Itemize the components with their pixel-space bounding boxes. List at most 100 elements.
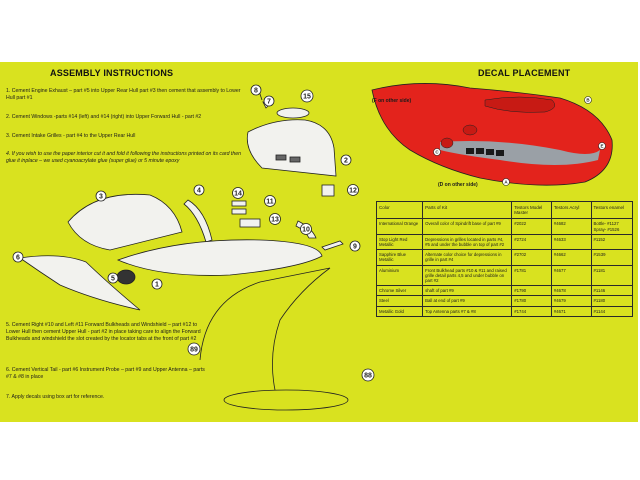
- window-slot: [289, 156, 301, 163]
- table-cell: #1780: [511, 295, 552, 307]
- table-cell: Stop Light Red Metallic: [375, 233, 424, 251]
- table-cell: #4682: [550, 218, 592, 235]
- step-2: 2. Cement Windows -parts #14 (left) and …: [6, 114, 202, 120]
- svg-text:3: 3: [99, 194, 103, 201]
- assembly-heading: ASSEMBLY INSTRUCTIONS: [50, 68, 174, 78]
- callout-4: 4: [193, 184, 205, 196]
- bubble-part: [276, 107, 310, 119]
- table-cell: Overall color of Spindrift base of part …: [422, 218, 513, 235]
- decal-callout-b: B: [584, 96, 592, 104]
- table-row: Sapphire Blue Metallic Alternate color c…: [375, 249, 634, 266]
- svg-text:11: 11: [266, 199, 274, 206]
- table-cell: Top Antenna parts #7 & #8: [422, 305, 513, 317]
- window-part: [231, 200, 247, 207]
- table-cell: #1146: [590, 285, 634, 297]
- table-cell: #1152: [590, 233, 634, 251]
- table-cell: shaft of part #9: [422, 285, 513, 297]
- decal-callout-c: C: [433, 148, 441, 156]
- step-1: 1. Cement Engine Exhaust – part #5 into …: [6, 88, 241, 101]
- window-part: [239, 218, 261, 228]
- table-cell: International Orange: [375, 218, 424, 235]
- svg-text:C: C: [435, 150, 439, 155]
- decal-vehicle-illustration: [371, 83, 613, 186]
- table-cell: Steel: [375, 295, 424, 307]
- instrument-probe: [321, 240, 344, 251]
- table-cell: Alternate color choice for depressions i…: [422, 249, 513, 266]
- table-cell: Bottle- #1127 Spray- #1526: [590, 218, 634, 235]
- windshield-part: [321, 184, 335, 197]
- step-7: 7. Apply decals using box art for refere…: [6, 394, 105, 400]
- callout-1: 1: [151, 278, 163, 290]
- table-cell: #4633: [550, 233, 592, 251]
- callout-9: 9: [349, 240, 361, 252]
- table-cell: #4679: [550, 295, 592, 307]
- upper-rear-hull: [67, 193, 183, 251]
- svg-text:15: 15: [303, 94, 311, 101]
- table-row: Chrome Silver shaft of part #9 #1790 #46…: [375, 285, 634, 297]
- svg-text:4: 4: [197, 188, 201, 195]
- table-cell: #1790: [511, 285, 552, 297]
- step-4: 4. If you wish to use the paper interior…: [6, 151, 242, 164]
- step-5: 5. Cement Right #10 and Left #11 Forward…: [6, 322, 201, 342]
- svg-text:9: 9: [353, 244, 357, 251]
- svg-text:13: 13: [271, 217, 279, 224]
- step-6: 6. Cement Vertical Tail - part #6 Instru…: [6, 367, 205, 380]
- table-cell: Metallic Gold: [375, 305, 424, 317]
- svg-text:12: 12: [349, 188, 357, 195]
- svg-text:14: 14: [234, 191, 242, 198]
- svg-text:5: 5: [111, 276, 115, 283]
- table-cell: #4662: [550, 249, 592, 266]
- table-cell: Sapphire Blue Metallic: [375, 249, 424, 266]
- table-header-cell: Testors enamel: [590, 200, 634, 220]
- svg-text:89: 89: [190, 347, 198, 354]
- paint-table: Color Parts of Kit Testors Model Master …: [375, 200, 634, 317]
- callout-3: 3: [95, 190, 107, 202]
- table-cell: #4677: [550, 264, 592, 287]
- table-cell: #2022: [511, 218, 552, 235]
- vertical-tail: [18, 255, 141, 311]
- decal-note-bottom: (D on other side): [438, 182, 478, 188]
- table-header-row: Color Parts of Kit Testors Model Master …: [375, 200, 634, 220]
- table-row: Aluminium Front Bulkhead parts #10 & #11…: [375, 264, 634, 287]
- svg-text:8: 8: [254, 88, 258, 95]
- table-cell: #1144: [590, 305, 634, 317]
- table-header-cell: Color: [375, 200, 424, 220]
- callout-14: 14: [232, 187, 244, 199]
- callout-88: 88: [361, 368, 375, 382]
- table-cell: #2702: [511, 249, 552, 266]
- table-cell: Front Bulkhead parts #10 & #11 and raise…: [422, 264, 513, 287]
- svg-text:7: 7: [267, 99, 271, 106]
- callout-13: 13: [269, 213, 281, 225]
- svg-text:B: B: [586, 98, 590, 103]
- upper-forward-hull: [246, 119, 337, 177]
- table-cell: Depressions in grilles located in parts …: [422, 233, 513, 251]
- callout-2: 2: [340, 154, 352, 166]
- table-header-cell: Testors Acryl: [550, 200, 592, 220]
- table-cell: #1781: [511, 264, 552, 287]
- display-stand: [199, 267, 331, 391]
- svg-text:2: 2: [344, 158, 348, 165]
- decal-callout-e: E: [598, 142, 606, 150]
- callout-10: 10: [300, 223, 312, 235]
- callout-7: 7: [263, 95, 275, 107]
- table-cell: #4671: [550, 305, 592, 317]
- window-slot: [275, 154, 287, 161]
- svg-text:6: 6: [16, 255, 20, 262]
- callout-6: 6: [12, 251, 24, 263]
- callout-15: 15: [300, 89, 314, 103]
- window-part: [231, 208, 247, 215]
- table-cell: #4678: [550, 285, 592, 297]
- svg-text:88: 88: [364, 373, 372, 380]
- decal-callout-a: A: [502, 178, 510, 186]
- svg-text:1: 1: [155, 282, 159, 289]
- table-cell: #1181: [590, 264, 634, 287]
- table-cell: Ball at end of part #9: [422, 295, 513, 307]
- callout-89: 89: [187, 342, 201, 356]
- intake-grille: [183, 199, 213, 243]
- table-cell: #1180: [590, 295, 634, 307]
- engine-exhaust: [116, 269, 136, 285]
- table-cell: #2724: [511, 233, 552, 251]
- callout-5: 5: [107, 272, 119, 284]
- table-cell: #1744: [511, 305, 552, 317]
